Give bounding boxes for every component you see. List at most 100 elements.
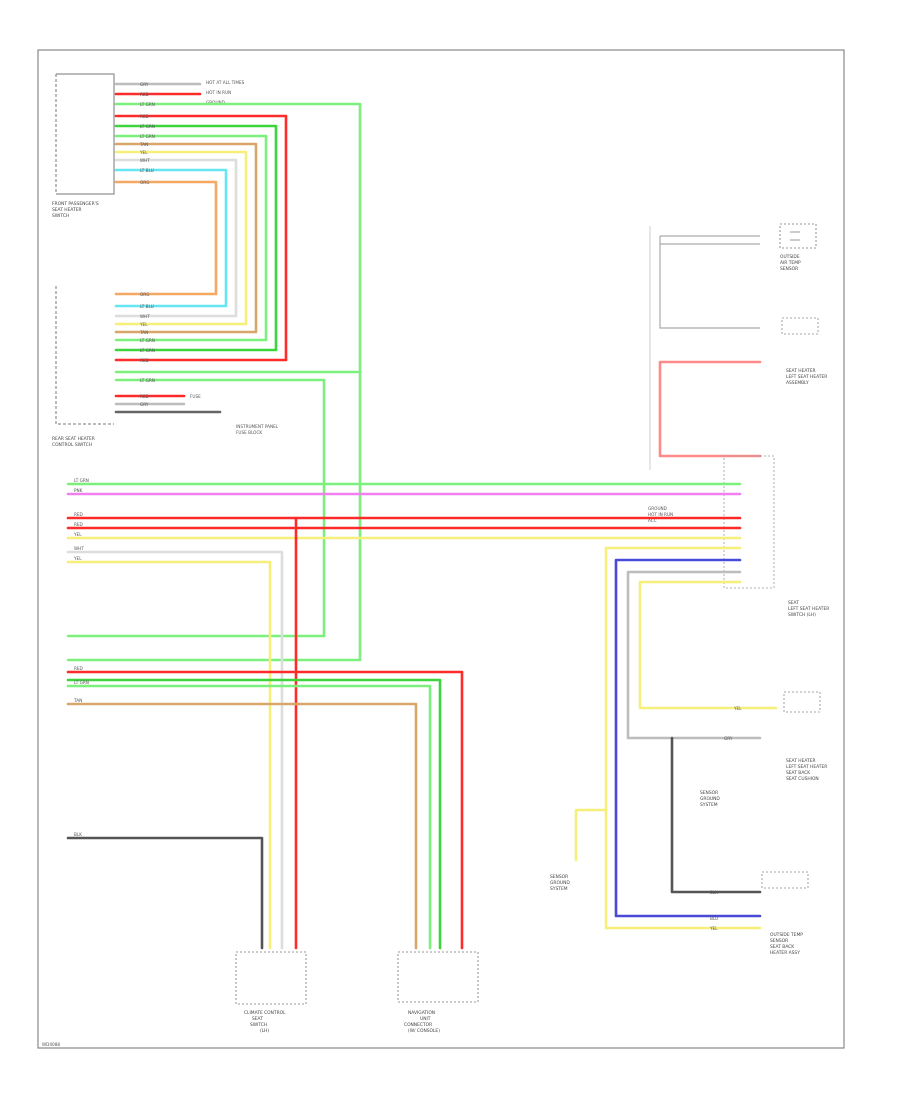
wire-label-yel-loop-b: YEL (139, 322, 148, 327)
ip-label: INSTRUMENT PANEL (236, 424, 279, 429)
wire-label-grn-loop-b: LT GRN (140, 348, 155, 353)
wire-label-lower-grn: LT GRN (74, 680, 89, 685)
wire-lower-ltgrn (66, 684, 432, 950)
footer-code: WD4088 (42, 1042, 60, 1047)
gnd-small-1: GROUND (648, 506, 667, 511)
hot-at-all-times-label: HOT AT ALL TIMES (206, 80, 245, 85)
rear-seat-heater-switch: REAR SEAT HEATER CONTROL SWITCH (52, 286, 114, 448)
ground-labels-small: GROUND HOT IN RUN ACC (648, 506, 673, 523)
right-seat-caption-3: SEAT BACK (786, 770, 810, 776)
wires (66, 82, 778, 950)
climate-caption-3: SWITCH (250, 1022, 267, 1028)
gnd-small-3: ACC (648, 518, 657, 523)
nav-caption-3: CONNECTOR (404, 1022, 432, 1028)
wire-label-right-yel: YEL (733, 706, 742, 711)
wire-ltblu-loop (114, 168, 228, 308)
wire-label-right-blu: BLU (710, 916, 718, 921)
wire-label-lower-tan: TAN (73, 698, 82, 703)
wire-label-red-loop-b: RED (140, 358, 149, 363)
hot-in-run-label: HOT IN RUN (206, 90, 231, 95)
wire-label-rear-ltgrn: LT GRN (140, 378, 155, 383)
right-block-caption-2: LEFT SEAT HEATER (788, 606, 829, 612)
climate-caption-1: CLIMATE CONTROL (244, 1010, 286, 1016)
wire-label-red-loop-a: RED (140, 114, 149, 119)
nav-caption-2: UNIT (420, 1016, 431, 1022)
wire-label-bus-yel1: YEL (73, 532, 82, 537)
wire-label-bus-wht: WHT (74, 546, 84, 551)
wire-label-grn-loop-a: LT GRN (140, 124, 155, 129)
diagram-frame (37, 49, 845, 1049)
wire-label-right-gry: GRY (724, 736, 733, 741)
wire-label-bus-red2: RED (74, 522, 83, 527)
wire-yel-loop (114, 150, 248, 326)
right-seat-caption-2: LEFT SEAT HEATER (786, 764, 827, 770)
wire-label-red-1: RED (140, 92, 149, 97)
wire-right-yel3 (574, 808, 608, 862)
wire-right-blk (670, 736, 762, 894)
wire-red-loop (114, 114, 288, 362)
outside-temp-sensor-bottom: OUTSIDE TEMP SENSOR SEAT BACK HEATER ASS… (761, 871, 809, 956)
right-mid-caption-2: LEFT SEAT HEATER (786, 374, 827, 380)
wire-lower-grn (66, 678, 442, 950)
wire-label-gry-1: GRY (140, 82, 149, 87)
fuse-block-label: FUSE BLOCK (236, 430, 262, 435)
ground-label: GROUND (206, 100, 225, 105)
navigation-unit-connector: NAVIGATION UNIT CONNECTOR (W/ CONSOLE) (397, 951, 479, 1034)
right-seat-caption-4: SEAT CUSHION (786, 776, 819, 782)
wire-rear-ltgrn-2 (66, 378, 326, 638)
wire-label-ltblu-loop-b: LT BLU (140, 304, 154, 309)
sensor-top-caption-3: SENSOR (780, 266, 798, 272)
front-switch-caption-3: SWITCH (52, 213, 69, 219)
nav-caption-4: (W/ CONSOLE) (408, 1028, 440, 1034)
sensor-top-caption-1: OUTSIDE (780, 254, 800, 260)
right-seat-heater-element: SEAT HEATER LEFT SEAT HEATER ASSEMBLY (658, 360, 827, 458)
wire-label-org-loop-a: ORG (140, 180, 149, 185)
wire-label-right-blk: BLK (710, 890, 718, 895)
sensor-left-caption-3: SYSTEM (550, 886, 568, 892)
sensor-mid-caption-2: GROUND (700, 796, 720, 802)
wire-label-ltblu-loop-a: LT BLU (140, 168, 154, 173)
right-mid-caption-1: SEAT HEATER (786, 368, 816, 374)
sensor-mid-caption-3: SYSTEM (700, 802, 718, 808)
wire-label-ltgrn-top: LT GRN (140, 102, 155, 107)
right-seat-back-heater: SEAT HEATER LEFT SEAT HEATER SEAT BACK S… (783, 691, 827, 782)
wire-label-bus-ltgrn: LT GRN (74, 478, 89, 483)
wire-label-rear-red: RED (140, 394, 149, 399)
climate-caption-4: (LH) (260, 1028, 269, 1034)
wire-label-bus-yel2: YEL (73, 556, 82, 561)
front-switch-caption-1: FRONT PASSENGER'S (52, 201, 99, 207)
wire-label-lower-red: RED (74, 666, 83, 671)
sensor-top-caption-2: AIR TEMP (780, 260, 801, 266)
climate-control-seat-switch: CLIMATE CONTROL SEAT SWITCH (LH) (235, 951, 307, 1034)
nav-caption-1: NAVIGATION (408, 1010, 435, 1016)
wire-bus-yel2 (66, 560, 272, 950)
climate-caption-2: SEAT (252, 1016, 263, 1022)
wire-front-ltgrn-top (66, 102, 362, 662)
sensor-left-caption-2: GROUND (550, 880, 570, 886)
wire-labels: GRY RED LT GRN RED RED LT GRN LT GRN LT GRN LT G… (73, 82, 742, 931)
outside-air-temp-sensor: OUTSIDE AIR TEMP SENSOR (649, 223, 819, 470)
wire-ltgrn-loop (114, 134, 268, 342)
wire-label-ltgrn-loop-a: LT GRN (140, 134, 155, 139)
wire-label-tan-loop-a: TAN (139, 142, 148, 147)
front-switch-caption-2: SEAT HEATER (52, 207, 82, 213)
right-bottom-caption-3: SEAT BACK (770, 944, 794, 950)
wire-right-blu (614, 558, 762, 918)
right-bottom-caption-4: HEATER ASSY (770, 950, 800, 956)
wire-label-ltgrn-loop-b: LT GRN (140, 338, 155, 343)
wire-label-bus-red1: RED (74, 512, 83, 517)
wire-label-wht-loop-a: WHT (140, 158, 150, 163)
wire-right-yel2 (638, 580, 778, 710)
right-seat-caption-1: SEAT HEATER (786, 758, 816, 764)
wire-lower-tan (66, 702, 418, 950)
right-block-caption-3: SWITCH (LH) (788, 612, 816, 618)
wire-label-right-yel-b: YEL (709, 926, 718, 931)
wire-lower-red (66, 670, 464, 950)
rear-switch-caption-2: CONTROL SWITCH (52, 442, 92, 448)
wire-label-wht-loop-b: WHT (140, 314, 150, 319)
sensor-mid-caption-1: SENSOR (700, 790, 718, 796)
wire-grn-loop (114, 124, 278, 352)
wire-label-yel-loop-a: YEL (139, 150, 148, 155)
right-seat-switch-connector: SEAT LEFT SEAT HEATER SWITCH (LH) (723, 455, 829, 618)
right-bottom-caption-1: OUTSIDE TEMP (770, 932, 803, 938)
